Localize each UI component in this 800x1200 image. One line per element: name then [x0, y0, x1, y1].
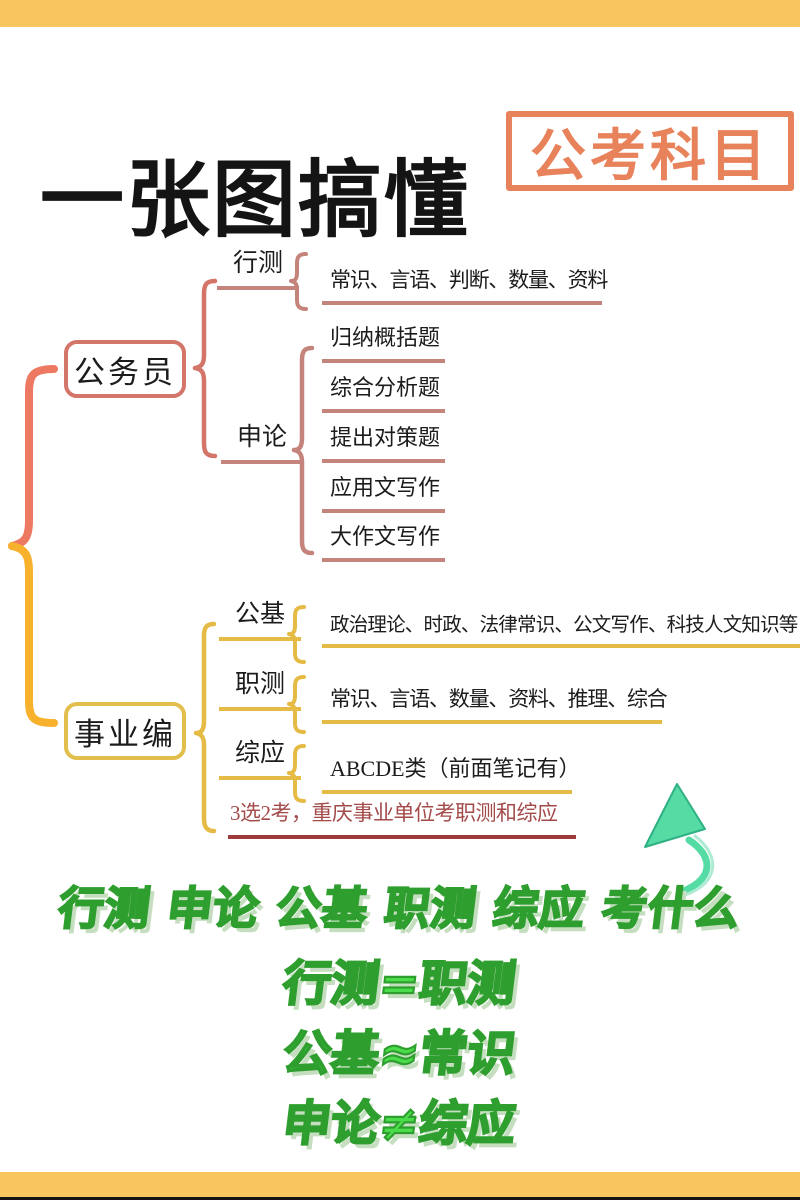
branch-item: 综合分析题	[322, 370, 445, 413]
top-color-bar	[0, 0, 800, 27]
gongwuyuan-brace	[192, 278, 218, 459]
branch-item: 大作文写作	[322, 519, 445, 562]
slogan-line: 申论≠综应	[279, 1095, 520, 1153]
bottom-black-edge	[0, 1197, 800, 1200]
note-text: 3选2考，重庆事业单位考职测和综应	[228, 797, 576, 839]
branch-item: 应用文写作	[322, 470, 445, 513]
branch-item: 常识、言语、数量、资料、推理、综合	[322, 683, 668, 724]
group-box-gongwuyuan: 公务员	[64, 340, 186, 398]
branch-item: 政治理论、时政、法律常识、公文写作、科技人文知识等	[322, 608, 800, 648]
branch-label-gongji: 公基	[219, 594, 301, 641]
group-box-shiyebian: 事业编	[64, 702, 186, 760]
bottom-color-bar	[0, 1172, 800, 1197]
branch-label-zongying: 综应	[219, 733, 301, 780]
branch-label-shenlun: 申论	[221, 417, 303, 464]
branch-item: 常识、言语、判断、数量、资料	[322, 264, 608, 305]
branch-label-zhice: 职测	[219, 664, 301, 711]
page-title: 一张图搞懂	[40, 151, 471, 250]
title-badge: 公考科目	[506, 111, 794, 191]
branch-item: ABCDE类（前面笔记有）	[322, 751, 581, 794]
branch-item: 提出对策题	[322, 420, 445, 463]
main-brace-bottom	[8, 542, 58, 727]
curved-arrow-head	[644, 783, 706, 848]
slogan-line: 行测=职测	[279, 955, 520, 1013]
branch-label-xingce: 行测	[217, 243, 299, 290]
branch-item: 归纳概括题	[322, 320, 445, 363]
slogan-line: 公基≈常识	[279, 1025, 520, 1083]
shiyebian-brace	[193, 621, 217, 834]
main-brace-top	[8, 365, 58, 550]
slogan-line: 行测 申论 公基 职测 综应 考什么	[54, 881, 744, 936]
